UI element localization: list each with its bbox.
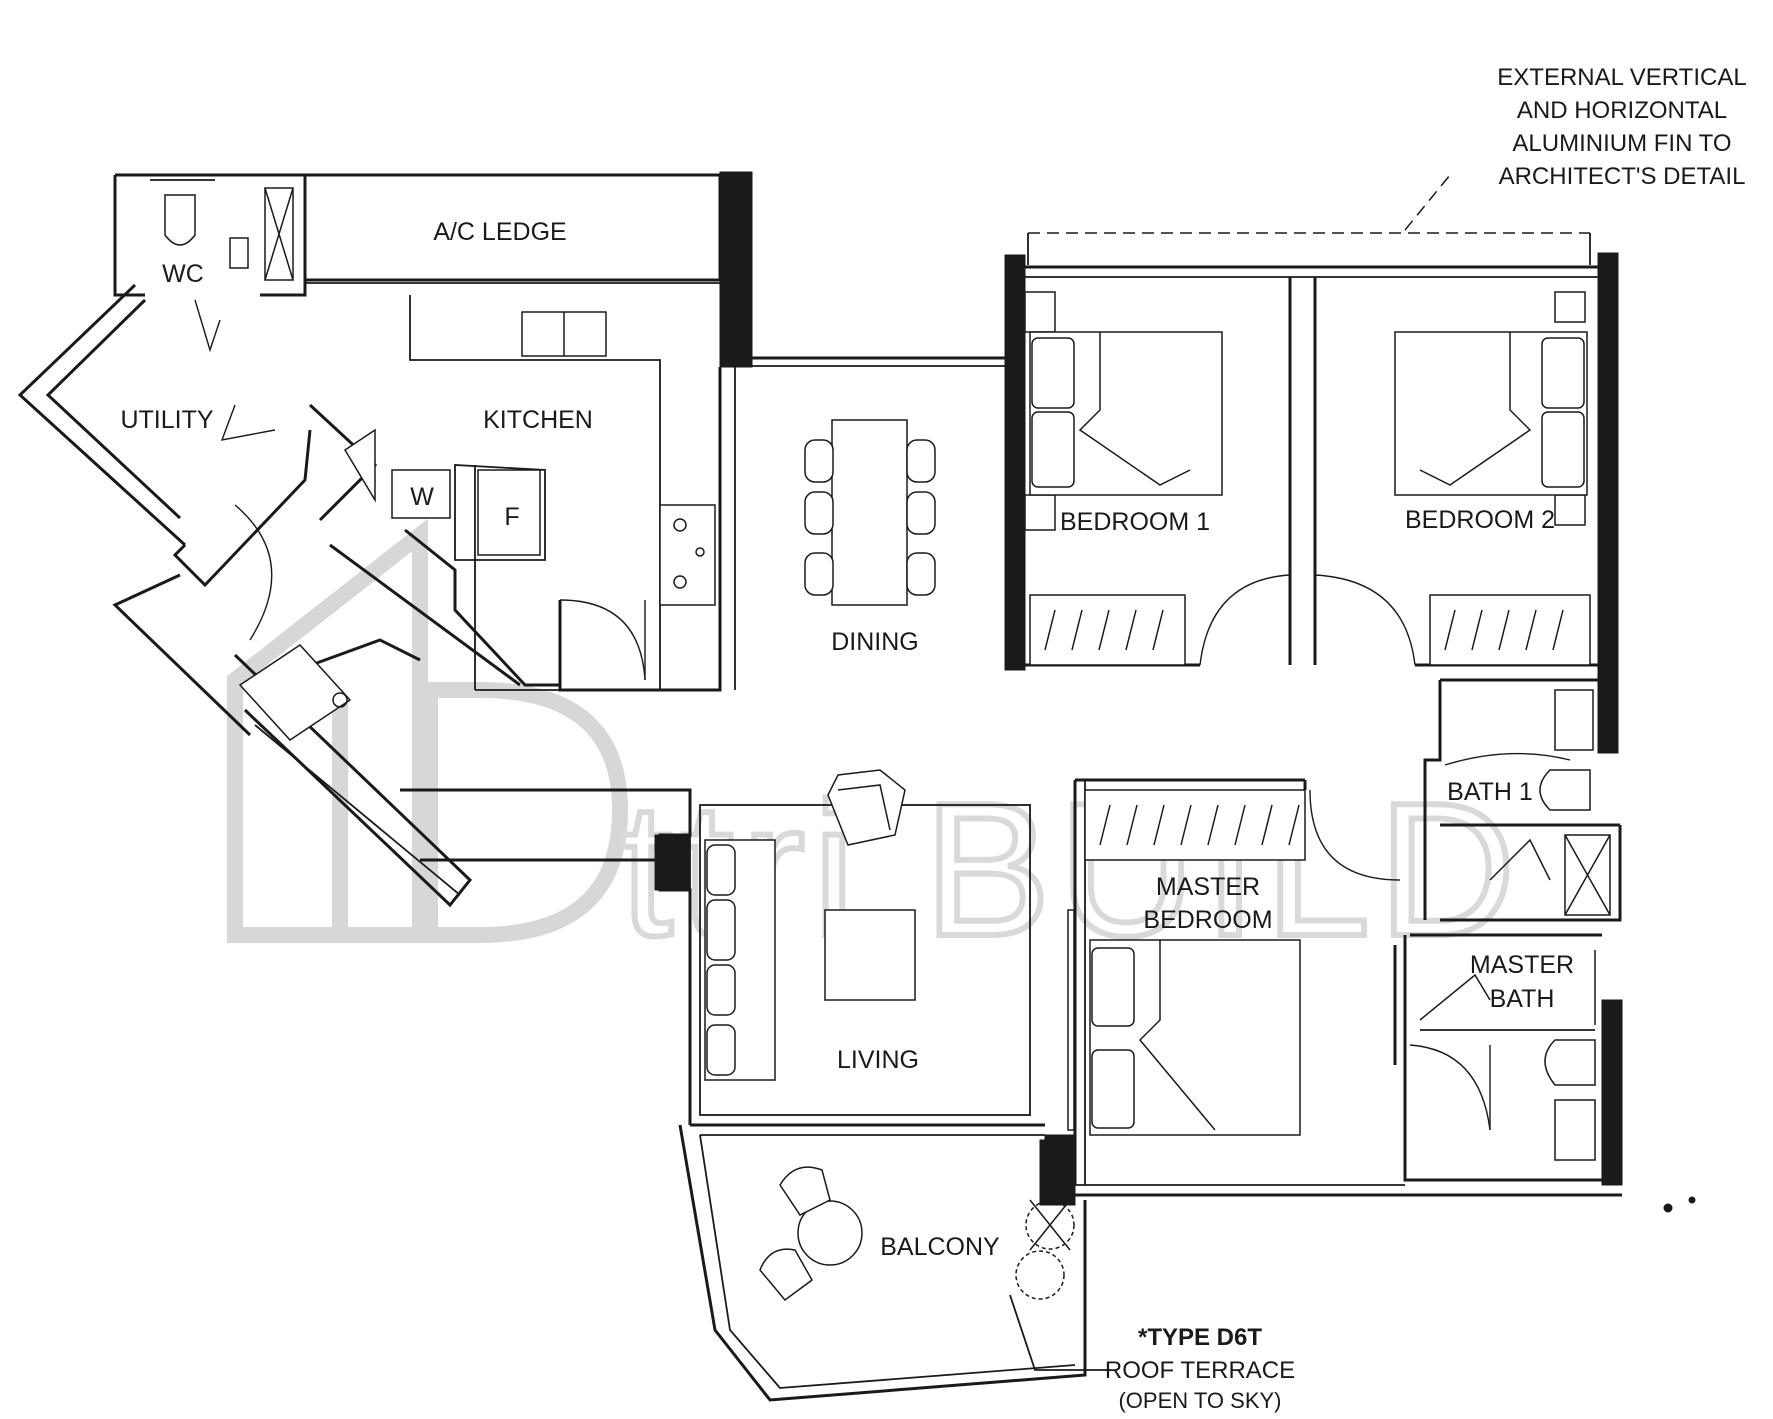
bedrooms-walls (752, 252, 1619, 754)
washer-box (391, 469, 451, 519)
balcony-chair-2 (759, 1248, 813, 1302)
sink-unit (343, 428, 376, 503)
balcony (678, 1124, 1110, 1402)
master-bath-basin (1554, 1099, 1596, 1161)
living-furniture (704, 769, 916, 1081)
basin-unit (238, 644, 352, 741)
balcony-chair-1 (779, 1166, 831, 1216)
fin-note-line4: ARCHITECT'S DETAIL (1499, 163, 1746, 190)
notes: EXTERNAL VERTICAL AND HORIZONTAL ALUMINI… (1105, 64, 1747, 1413)
column (1597, 252, 1619, 754)
label-wc: WC (162, 260, 204, 288)
bath1 (1423, 678, 1622, 922)
master-bath-toilet (1544, 1039, 1596, 1086)
wardrobe-bedroom2 (1429, 594, 1591, 666)
label-utility: UTILITY (120, 406, 213, 434)
column (1004, 254, 1026, 671)
wardrobe-master (1084, 789, 1306, 861)
coffee-table (824, 909, 916, 1001)
wc-basin (229, 237, 249, 269)
plant-icon (1015, 1199, 1075, 1300)
fin-note-line1: EXTERNAL VERTICAL (1497, 64, 1746, 91)
dining-table (831, 419, 908, 606)
fridge-box (477, 469, 541, 556)
label-balcony: BALCONY (880, 1233, 1000, 1261)
column (654, 834, 691, 891)
label-bath1: BATH 1 (1447, 778, 1533, 806)
terrace-leader (1009, 1294, 1110, 1371)
column (719, 171, 753, 368)
wardrobe-bedroom1 (1029, 594, 1186, 666)
fin-note-line2: AND HORIZONTAL (1517, 97, 1727, 124)
dining-furniture (804, 419, 936, 606)
bath1-toilet (1539, 769, 1591, 811)
label-master-bedroom-2: BEDROOM (1143, 906, 1272, 934)
service-fixtures (164, 187, 716, 741)
fin-note-line3: ALUMINIUM FIN TO (1512, 130, 1731, 157)
cooker-hob (659, 504, 716, 606)
roof-terrace-note: ROOF TERRACE (1105, 1357, 1295, 1384)
service-doors (194, 299, 646, 681)
bedroom-furniture (1029, 331, 1591, 666)
column (1601, 999, 1623, 1186)
type-note: *TYPE D6T (1138, 1324, 1262, 1351)
balcony-table (797, 1200, 863, 1266)
room-labels: A/C LEDGE WC UTILITY KITCHEN W F DINING … (120, 218, 1574, 1261)
master-bath-shower-screen (1419, 973, 1491, 1021)
label-living: LIVING (837, 1046, 919, 1074)
wc-toilet (164, 194, 196, 246)
bedroom-doors (1199, 574, 1416, 666)
master-furniture (1067, 789, 1596, 1161)
label-fridge: F (504, 503, 519, 531)
label-master-bath-1: MASTER (1470, 951, 1574, 979)
label-dining: DINING (831, 628, 919, 656)
open-to-sky-note: (OPEN TO SKY) (1118, 1388, 1281, 1413)
label-master-bath-2: BATH (1490, 985, 1555, 1013)
label-master-bedroom-1: MASTER (1156, 873, 1260, 901)
label-washer: W (410, 483, 434, 511)
label-bedroom1: BEDROOM 1 (1060, 508, 1210, 536)
label-kitchen: KITCHEN (483, 406, 593, 434)
scan-marks (1663, 1196, 1696, 1213)
bath1-basin (1554, 689, 1594, 751)
aluminium-fin-callout (1027, 174, 1591, 265)
label-ac-ledge: A/C LEDGE (433, 218, 566, 246)
label-bedroom2: BEDROOM 2 (1405, 506, 1555, 534)
column (1039, 1139, 1076, 1206)
service-block-walls (17, 171, 753, 908)
